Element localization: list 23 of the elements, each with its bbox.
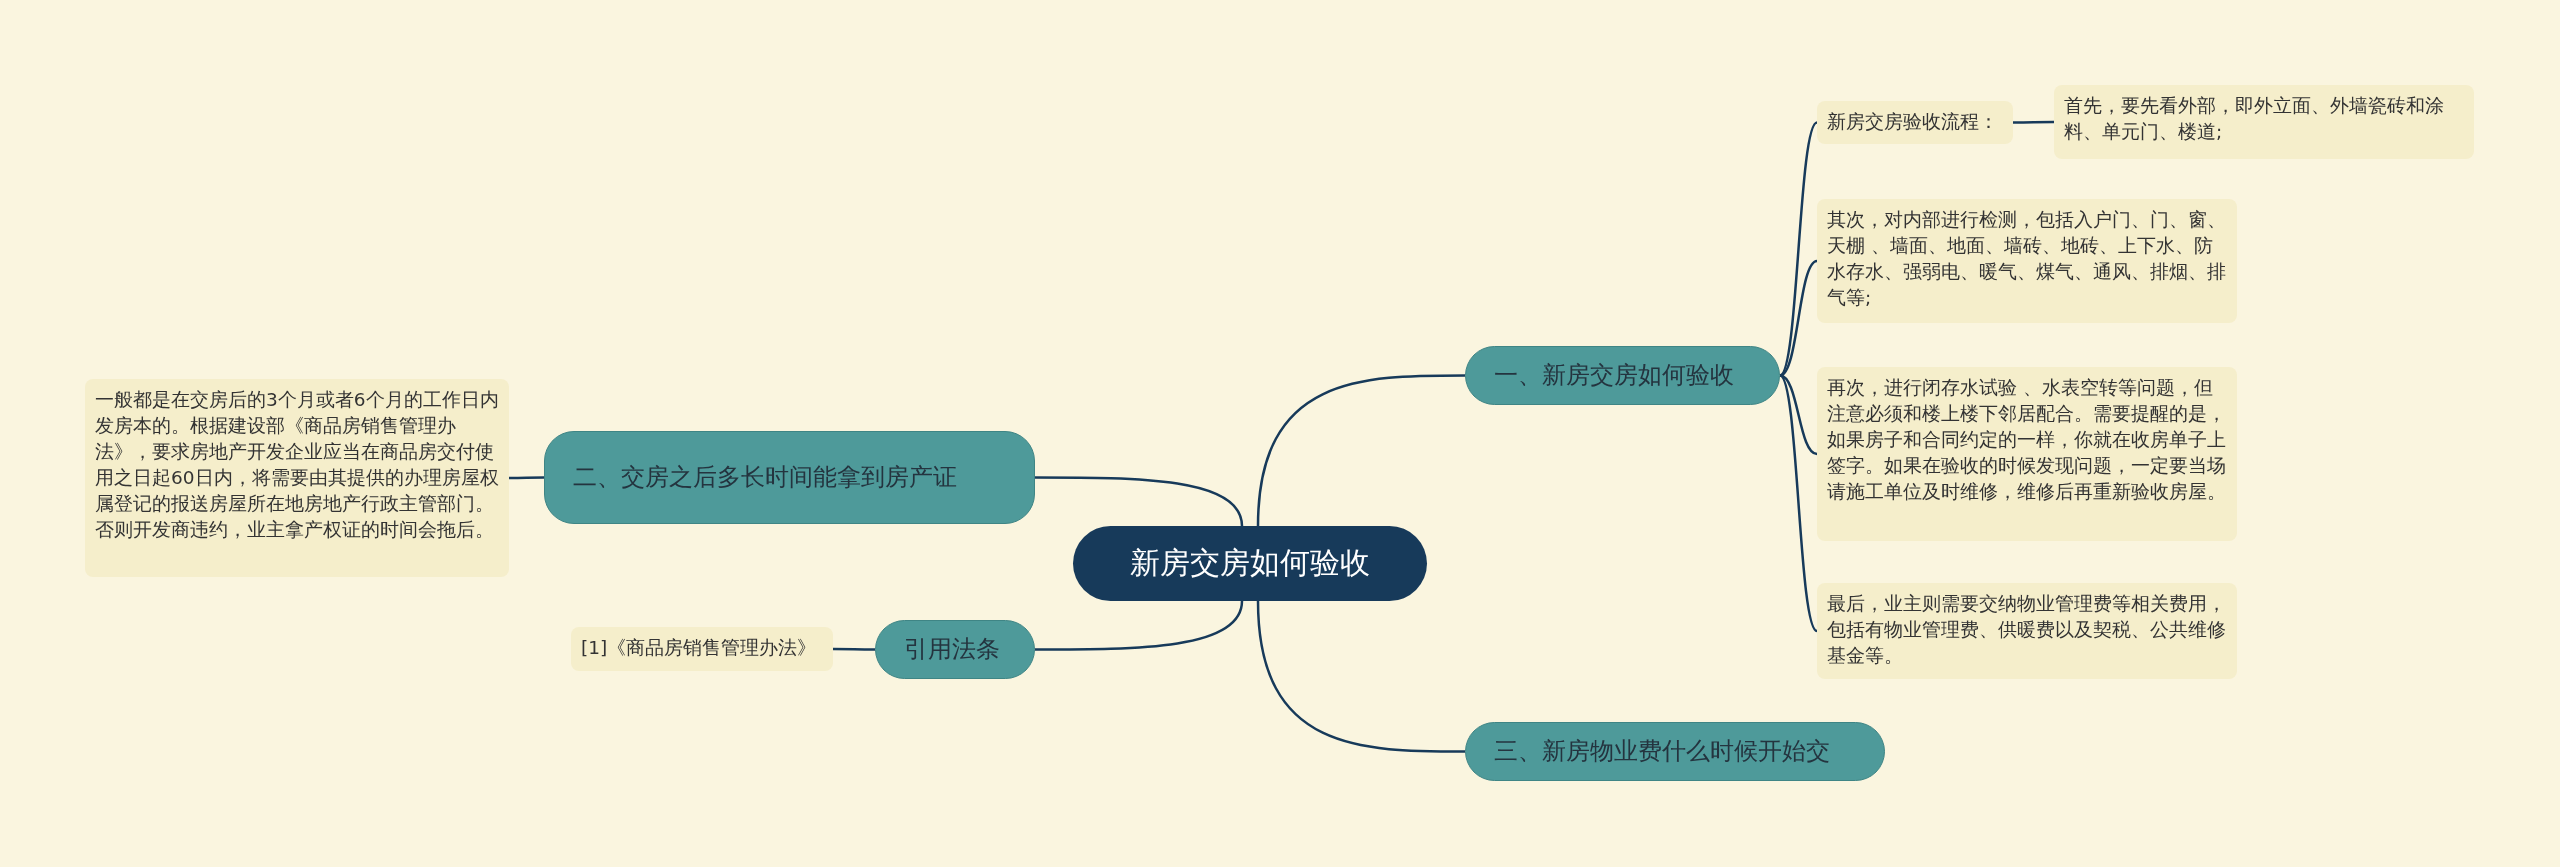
note-card: 新房交房验收流程：: [1817, 101, 2013, 144]
note-card: 一般都是在交房后的3个月或者6个月的工作日内发房本的。根据建设部《商品房销售管理办法》，要求房地产开发企业应当在商品房交付使用之日起60日内，将需要由其提供的办理房屋权属登记的报送房屋所在地房地产行政主管部门。否则开发商违约，业主拿产权证的时间会拖后。: [85, 379, 509, 577]
connector-line: [1779, 374, 1818, 456]
connector-line: [1256, 374, 1465, 527]
connector-line: [1779, 259, 1818, 377]
note-card: 首先，要先看外部，即外立面、外墙瓷砖和涂料、单元门、楼道;: [2054, 85, 2474, 159]
note-card: 其次，对内部进行检测，包括入户门、门、窗、天棚 、墙面、地面、墙砖、地砖、上下水、防水存水、强弱电、暖气、煤气、通风、排烟、排气等;: [1817, 199, 2237, 323]
connector-line: [509, 476, 544, 480]
connector-line: [2013, 120, 2054, 124]
connector-line: [1779, 374, 1818, 632]
branch-topic: 三、新房物业费什么时候开始交: [1465, 722, 1885, 781]
note-card: [1]《商品房销售管理办法》: [571, 627, 833, 671]
branch-topic: 二、交房之后多长时间能拿到房产证: [544, 431, 1035, 524]
connector-line: [1035, 600, 1244, 651]
branch-topic: 引用法条: [875, 620, 1035, 679]
note-card: 最后，业主则需要交纳物业管理费等相关费用，包括有物业管理费、供暖费以及契税、公共维修基金等。: [1817, 583, 2237, 679]
root-topic: 新房交房如何验收: [1073, 526, 1427, 601]
connector-line: [1256, 600, 1465, 753]
note-card: 再次，进行闭存水试验 、水表空转等问题，但注意必须和楼上楼下邻居配合。需要提醒的是，如果房子和合同约定的一样，你就在收房单子上签字。如果在验收的时候发现问题，一定要当场请施工单位及时维修，维修后再重新验收房屋。: [1817, 367, 2237, 541]
connector-line: [1779, 121, 1818, 377]
connector-line: [833, 647, 875, 651]
connector-line: [1035, 476, 1244, 527]
branch-topic: 一、新房交房如何验收: [1465, 346, 1780, 405]
